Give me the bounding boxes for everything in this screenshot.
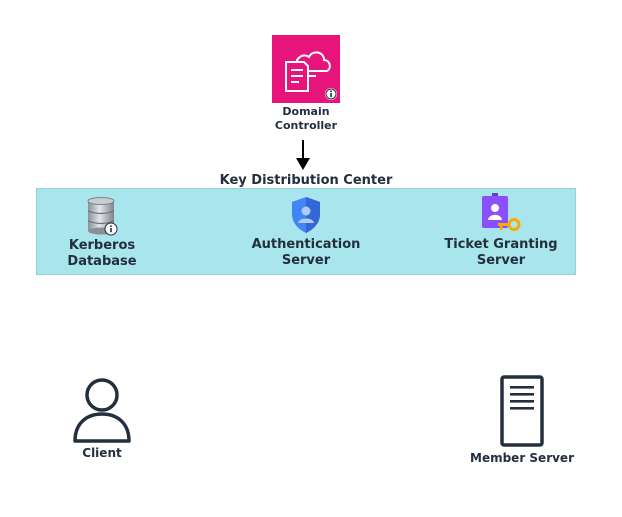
kerberos-database-node [85,197,119,237]
authentication-server-label-line2: Server [281,253,331,268]
domain-controller-node [272,35,340,103]
member-server-label: Member Server [470,451,574,465]
aws-directory-service-icon [272,35,340,103]
ticket-granting-server-label-line1: Ticket Granting [444,237,558,252]
ticket-granting-server-node [480,193,522,235]
domain-controller-label: Domain Controller [256,105,356,133]
database-info-icon [87,197,118,236]
kerberos-database-label: Kerberos Database [47,238,157,270]
ticket-granting-server-label-line2: Server [476,253,526,268]
client-label: Client [82,446,122,460]
user-icon [73,378,131,443]
ticket-granting-server-label: Ticket Granting Server [431,237,571,269]
server-tower-icon [500,375,544,447]
kerberos-database-label-line2: Database [67,254,137,269]
domain-controller-label-line2: Controller [274,119,338,132]
domain-controller-label-line1: Domain [282,105,330,118]
member-server-node [500,375,544,447]
kdc-title: Key Distribution Center [219,173,393,188]
client-node [72,378,132,444]
dc-to-kdc-arrow [296,140,310,170]
id-badge-key-icon [482,193,521,231]
authentication-server-node [290,196,322,234]
shield-user-icon [292,197,320,233]
kerberos-database-label-line1: Kerberos [68,238,136,253]
authentication-server-label: Authentication Server [236,237,376,269]
authentication-server-label-line1: Authentication [251,237,361,252]
